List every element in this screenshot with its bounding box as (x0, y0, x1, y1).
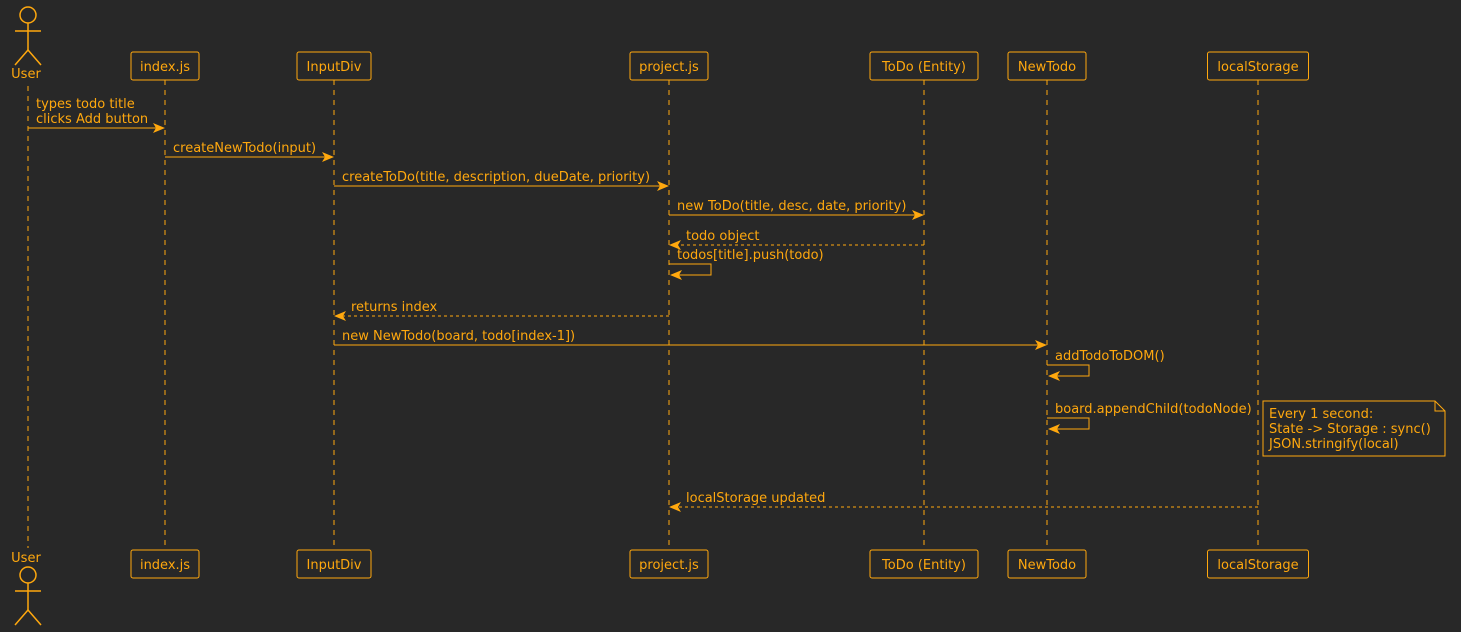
note: Every 1 second:State -> Storage : sync()… (1262, 400, 1446, 457)
actor-user-icon-top (14, 6, 42, 66)
message-10: board.appendChild(todoNode) (1047, 402, 1252, 434)
message-label: todo object (686, 229, 759, 244)
message-label: addTodoToDOM() (1055, 349, 1165, 364)
message-label: types todo title (36, 97, 135, 112)
participant-label: ToDo (Entity) (881, 558, 966, 573)
participant-label: localStorage (1217, 60, 1298, 75)
message-7: returns index (334, 300, 669, 321)
actor-user-icon-bottom (14, 566, 42, 626)
participant-newtodo-bottom: NewTodo (1007, 549, 1087, 579)
actor-label-bottom: User (11, 551, 41, 566)
message-label: board.appendChild(todoNode) (1055, 402, 1252, 417)
participant-inputdiv-top: InputDiv (296, 51, 372, 81)
message-8: new NewTodo(board, todo[index-1]) (334, 329, 1047, 350)
message-label: returns index (351, 300, 438, 315)
participant-label: localStorage (1217, 558, 1298, 573)
participant-index-js-top: index.js (130, 51, 200, 81)
participant-label: index.js (140, 558, 190, 573)
participant-label: ToDo (Entity) (881, 60, 966, 75)
participant-inputdiv-bottom: InputDiv (296, 549, 372, 579)
note-line: Every 1 second: (1269, 407, 1373, 422)
message-2: createNewTodo(input) (165, 141, 334, 162)
participant-todo-entity-top: ToDo (Entity) (869, 51, 979, 81)
participant-label: index.js (140, 60, 190, 75)
message-label: new NewTodo(board, todo[index-1]) (342, 329, 575, 344)
message-4: new ToDo(title, desc, date, priority) (669, 199, 924, 220)
participant-label: project.js (639, 60, 699, 75)
participant-newtodo-top: NewTodo (1007, 51, 1087, 81)
participant-project-js-bottom: project.js (629, 549, 709, 579)
message-label: todos[title].push(todo) (677, 248, 824, 263)
participant-project-js-top: project.js (629, 51, 709, 81)
message-6: todos[title].push(todo) (669, 248, 824, 280)
actor-label-top: User (11, 67, 41, 82)
message-label: localStorage updated (686, 491, 825, 506)
message-9: addTodoToDOM() (1047, 349, 1165, 381)
note-line: State -> Storage : sync() (1269, 422, 1431, 437)
message-label: createToDo(title, description, dueDate, … (342, 170, 650, 185)
participant-label: InputDiv (307, 60, 362, 75)
participant-localstorage-bottom: localStorage (1207, 549, 1309, 579)
participant-index-js-bottom: index.js (130, 549, 200, 579)
participant-label: InputDiv (307, 558, 362, 573)
participant-label: project.js (639, 558, 699, 573)
participant-localstorage-top: localStorage (1207, 51, 1309, 81)
message-11: localStorage updated (669, 491, 1258, 512)
message-label: clicks Add button (36, 112, 148, 127)
note-line: JSON.stringify(local) (1268, 437, 1399, 452)
participant-label: NewTodo (1018, 60, 1076, 75)
participant-todo-entity-bottom: ToDo (Entity) (869, 549, 979, 579)
participant-label: NewTodo (1018, 558, 1076, 573)
message-label: createNewTodo(input) (173, 141, 316, 156)
message-3: createToDo(title, description, dueDate, … (334, 170, 669, 191)
message-5: todo object (669, 229, 924, 250)
message-label: new ToDo(title, desc, date, priority) (677, 199, 906, 214)
